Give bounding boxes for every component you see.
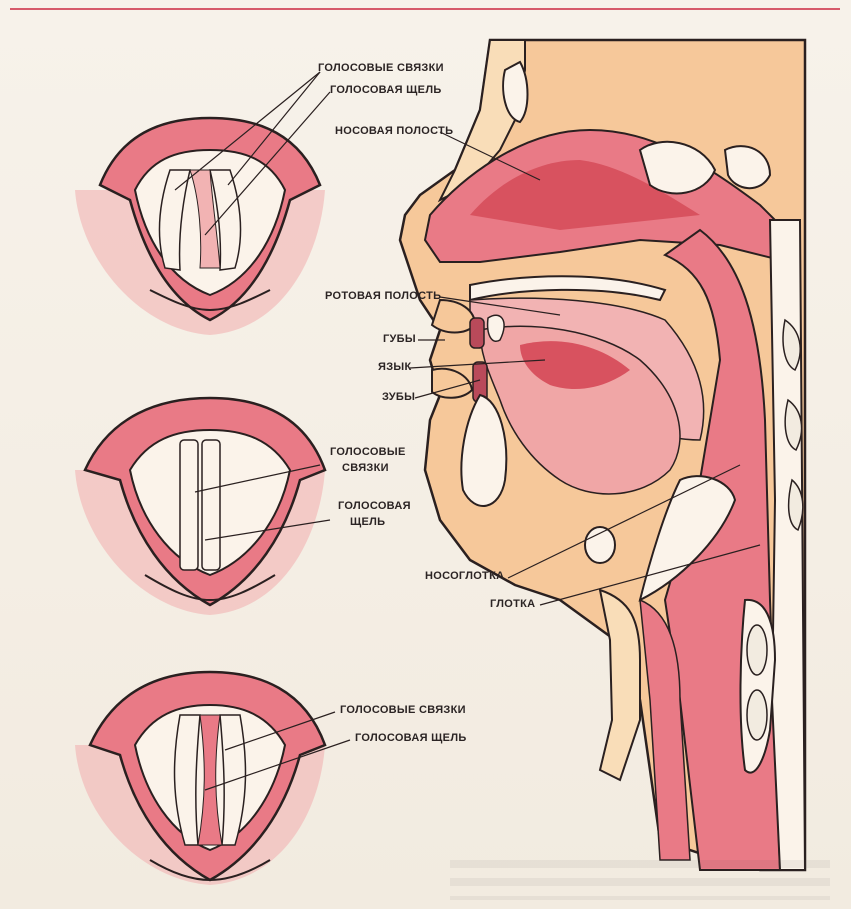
- label-vocal-cords-bottom: ГОЛОСОВЫЕ СВЯЗКИ: [340, 704, 466, 717]
- larynx-view-middle: [75, 398, 325, 615]
- cartilage-ring-2: [747, 690, 767, 740]
- label-glottis-bottom: ГОЛОСОВАЯ ЩЕЛЬ: [355, 732, 467, 745]
- label-nasopharynx: НОСОГЛОТКА: [425, 570, 504, 583]
- label-vocal-cords-mid-1: ГОЛОСОВЫЕ: [330, 446, 406, 459]
- label-teeth: ЗУБЫ: [382, 391, 415, 404]
- bleed-through-text: [450, 860, 830, 900]
- label-glottis-mid-1: ГОЛОСОВАЯ: [338, 500, 411, 513]
- head-section: [400, 40, 805, 870]
- label-pharynx: ГЛОТКА: [490, 598, 535, 611]
- cartilage-ring-1: [747, 625, 767, 675]
- spine-wall: [770, 220, 805, 870]
- larynx-view-bottom: [75, 672, 325, 885]
- right-cord-mid: [202, 440, 220, 570]
- hyoid: [585, 527, 615, 563]
- label-tongue: ЯЗЫК: [378, 361, 411, 374]
- label-vocal-cords-mid-2: СВЯЗКИ: [342, 462, 389, 475]
- trachea: [600, 590, 640, 780]
- incisor-highlight: [488, 315, 504, 341]
- label-glottis-top: ГОЛОСОВАЯ ЩЕЛЬ: [330, 84, 442, 97]
- label-nasal-cavity: НОСОВАЯ ПОЛОСТЬ: [335, 125, 453, 138]
- left-cord-mid: [180, 440, 198, 570]
- larynx-view-top: [75, 118, 325, 335]
- label-lips: ГУБЫ: [383, 333, 416, 346]
- upper-teeth: [470, 318, 484, 348]
- label-oral-cavity: РОТОВАЯ ПОЛОСТЬ: [325, 290, 441, 303]
- label-glottis-mid-2: ЩЕЛЬ: [350, 516, 385, 529]
- label-vocal-cords-top: ГОЛОСОВЫЕ СВЯЗКИ: [318, 62, 444, 75]
